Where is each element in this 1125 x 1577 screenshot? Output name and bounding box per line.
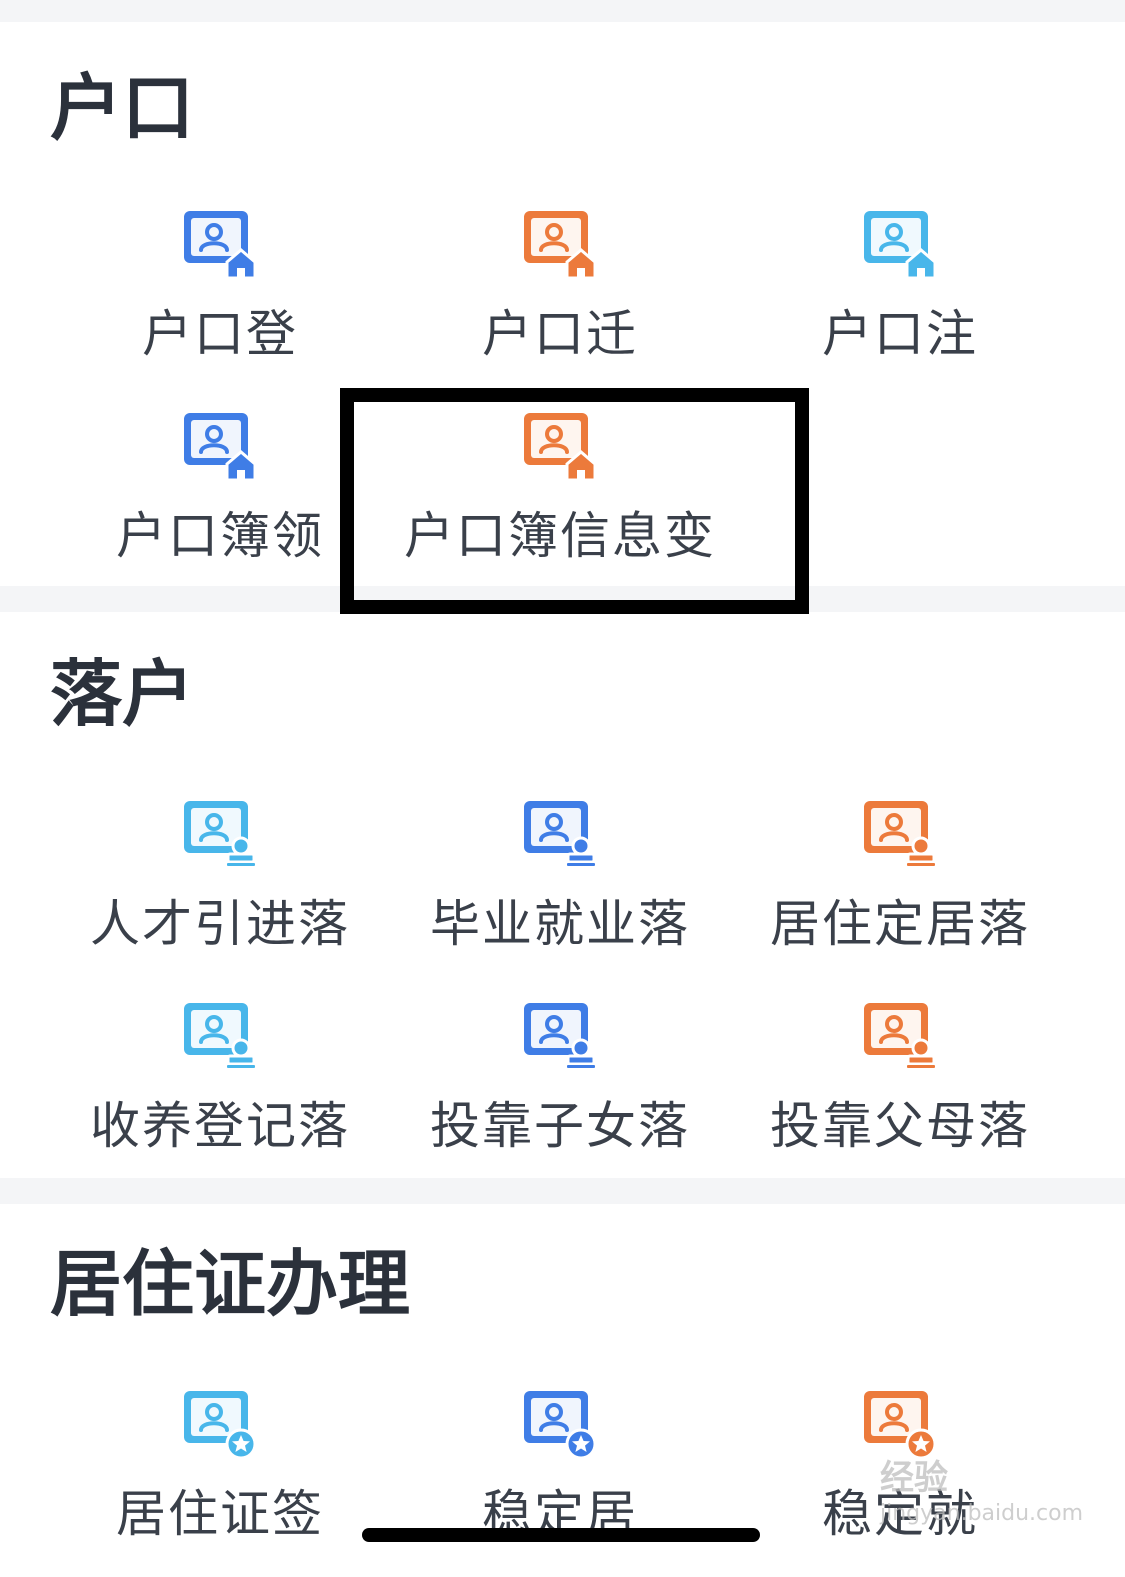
- person-card-star-icon: [181, 1388, 257, 1458]
- service-label: 居住证签: [116, 1485, 324, 1543]
- service-item-hukou-book-change[interactable]: 户口簿信息变: [404, 410, 714, 580]
- section-settle: 落户 人才引进落 毕业就业落 居住定居落: [0, 612, 1125, 1178]
- service-item-stable-employment[interactable]: 稳定就: [750, 1388, 1050, 1558]
- section-residence-permit: 居住证办理 居住证签 稳定居 稳定就: [0, 1204, 1125, 1577]
- service-item-residence-settle[interactable]: 居住定居落: [750, 798, 1050, 968]
- service-label: 户口登: [142, 305, 298, 363]
- person-card-star-icon: [521, 1388, 597, 1458]
- section-title: 居住证办理: [50, 1242, 411, 1326]
- stamp-icon: [565, 1038, 597, 1070]
- person-card-house-icon: [521, 208, 597, 278]
- section-title: 户口: [50, 66, 195, 150]
- service-label: 居住定居落: [770, 895, 1030, 953]
- service-label: 户口簿信息变: [404, 507, 716, 565]
- watermark-sub: jingyan.baidu.com: [880, 1501, 1084, 1526]
- person-card-house-icon: [521, 410, 597, 480]
- house-icon: [905, 248, 937, 278]
- service-item-children-settle[interactable]: 投靠子女落: [410, 1000, 710, 1170]
- person-card-stamp-icon: [181, 1000, 257, 1070]
- person-card-stamp-icon: [521, 798, 597, 868]
- service-label: 户口注: [822, 305, 978, 363]
- service-label: 稳定就: [822, 1485, 978, 1543]
- person-card-house-icon: [181, 208, 257, 278]
- stamp-icon: [225, 836, 257, 868]
- service-item-permit-sign[interactable]: 居住证签: [70, 1388, 370, 1558]
- watermark: 经验 jingyan.baidu.com: [880, 1450, 1084, 1526]
- stamp-icon: [905, 1038, 937, 1070]
- person-card-star-icon: [861, 1388, 937, 1458]
- person-card-stamp-icon: [521, 1000, 597, 1070]
- service-label: 投靠子女落: [430, 1097, 690, 1155]
- service-item-parents-settle[interactable]: 投靠父母落: [750, 1000, 1050, 1170]
- section-title: 落户: [50, 652, 195, 736]
- person-card-stamp-icon: [181, 798, 257, 868]
- person-card-house-icon: [181, 410, 257, 480]
- person-card-house-icon: [861, 208, 937, 278]
- house-icon: [225, 450, 257, 480]
- person-card-stamp-icon: [861, 798, 937, 868]
- stamp-icon: [225, 1038, 257, 1070]
- service-item-talent-settle[interactable]: 人才引进落: [70, 798, 370, 968]
- house-icon: [225, 248, 257, 278]
- watermark-text: 经验: [880, 1458, 948, 1498]
- star-icon: [225, 1428, 257, 1458]
- service-label: 投靠父母落: [770, 1097, 1030, 1155]
- service-label: 户口簿领: [116, 507, 324, 565]
- service-label: 毕业就业落: [430, 895, 690, 953]
- house-icon: [565, 450, 597, 480]
- service-item-hukou-move[interactable]: 户口迁: [410, 208, 710, 378]
- stamp-icon: [905, 836, 937, 868]
- person-card-stamp-icon: [861, 1000, 937, 1070]
- house-icon: [565, 248, 597, 278]
- section-hukou: 户口 户口登 户口迁 户口注: [0, 22, 1125, 586]
- service-label: 人才引进落: [90, 895, 350, 953]
- service-item-graduate-settle[interactable]: 毕业就业落: [410, 798, 710, 968]
- service-item-adoption-settle[interactable]: 收养登记落: [70, 1000, 370, 1170]
- stamp-icon: [565, 836, 597, 868]
- service-label: 收养登记落: [90, 1097, 350, 1155]
- service-item-hukou-register[interactable]: 户口登: [70, 208, 370, 378]
- star-icon: [905, 1428, 937, 1458]
- service-item-hukou-book-collect[interactable]: 户口簿领: [70, 410, 370, 580]
- star-icon: [565, 1428, 597, 1458]
- home-indicator[interactable]: [362, 1528, 760, 1542]
- service-label: 户口迁: [482, 305, 638, 363]
- service-item-hukou-cancel[interactable]: 户口注: [750, 208, 1050, 378]
